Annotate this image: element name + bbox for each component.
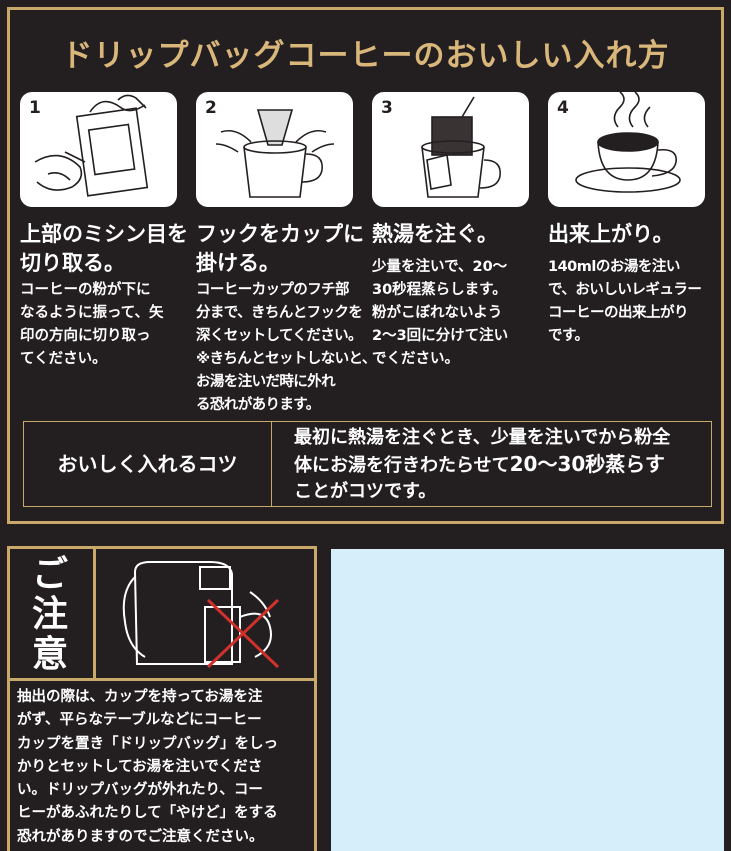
- tip-line: 体にお湯を行きわたらせて20～30秒蒸らす: [294, 451, 704, 479]
- step-2-description: コーヒーカップのフチ部 分まで、きちんとフックを 深くセットしてください。 ※き…: [196, 279, 376, 417]
- body-line: 印の方向に切り取っ: [20, 328, 151, 344]
- caution-title-char: ご: [31, 554, 68, 595]
- instructions-frame: [7, 7, 724, 524]
- caution-title-char: 注: [31, 594, 68, 635]
- caution-line: ヒーがあふれたりして「やけど」をする: [17, 805, 278, 822]
- heading-line: 切り取る。: [20, 251, 125, 275]
- pour-water-icon: [421, 96, 501, 198]
- caution-line: がず、平らなテーブルなどにコーヒー: [17, 712, 262, 729]
- tip-emphasis: 20～30秒蒸らす: [509, 452, 665, 476]
- body-line: 140mlのお湯を注い: [548, 259, 680, 275]
- heading-line: 掛ける。: [196, 251, 280, 275]
- heading-line: フックをカップに: [196, 222, 364, 246]
- body-line: 30秒程蒸らします。: [372, 282, 507, 298]
- body-line: 分まで、きちんとフックを: [196, 305, 363, 321]
- page-title: ドリップバッグコーヒーのおいしい入れ方: [61, 38, 670, 74]
- tip-line: ことがコツです。: [294, 481, 437, 502]
- heading-line: 熱湯を注ぐ。: [372, 222, 498, 246]
- caution-frame: [7, 546, 317, 851]
- tip-line-text: 体にお湯を行きわたらせて: [294, 455, 510, 476]
- body-line: お湯を注いだ時に外れ: [196, 374, 336, 390]
- hook-on-cup-icon: [215, 109, 335, 198]
- step-1-illustration: 1: [20, 92, 177, 207]
- step-number: 1: [29, 98, 41, 118]
- step-4-description: 140mlのお湯を注い で、おいしいレギュラー コーヒーの出来上がり です。: [548, 256, 702, 348]
- body-line: てください。: [20, 351, 107, 367]
- body-line: で、おいしいレギュラー: [548, 282, 702, 298]
- step-3-heading: 熱湯を注ぐ。: [372, 220, 498, 249]
- tip-label: おいしく入れるコツ: [57, 452, 238, 476]
- step-1-heading: 上部のミシン目を 切り取る。: [20, 220, 188, 278]
- body-line: 少量を注いで、20～: [372, 259, 508, 275]
- caution-line: 恐れがありますのでご注意ください。: [17, 828, 264, 845]
- body-line: 粉がこぼれないよう: [372, 305, 503, 321]
- body-line: です。: [548, 328, 589, 344]
- coffee-cup-icon: [575, 92, 681, 193]
- caution-line: 抽出の際は、カップを持ってお湯を注: [17, 689, 263, 705]
- caution-title-char: 意: [31, 634, 68, 675]
- caution-line: い。ドリップバッグが外れたり、コー: [17, 782, 263, 799]
- tip-line: 最初に熱湯を注ぐとき、少量を注いでから粉全: [294, 427, 671, 448]
- tip-box: おいしく入れるコツ 最初に熱湯を注ぐとき、少量を注いでから粉全 体にお湯を行きわ…: [23, 421, 712, 507]
- tear-open-icon: [34, 94, 149, 197]
- body-line: コーヒーの粉が下に: [20, 282, 151, 298]
- step-number: 2: [205, 98, 217, 118]
- caution-line: かりとセットしてお湯を注いでくださ: [17, 758, 263, 775]
- body-line: 2～3回に分けて注い: [372, 328, 509, 344]
- step-number: 3: [381, 98, 393, 118]
- body-line: なるように振って、矢: [20, 305, 164, 321]
- heading-line: 上部のミシン目を: [20, 222, 188, 246]
- body-line: 深くセットしてください。: [196, 328, 363, 344]
- tip-divider: [271, 422, 272, 506]
- body-line: る恐れがあります。: [196, 397, 320, 413]
- body-line: コーヒーカップのフチ部: [196, 282, 350, 298]
- step-number: 4: [557, 98, 569, 118]
- step-3-description: 少量を注いで、20～ 30秒程蒸らします。 粉がこぼれないよう 2～3回に分けて…: [372, 256, 508, 371]
- step-4-illustration: 4: [548, 92, 705, 207]
- step-2-heading: フックをカップに 掛ける。: [196, 220, 364, 278]
- step-4-heading: 出来上がり。: [548, 220, 674, 249]
- step-2-illustration: 2: [196, 92, 353, 207]
- caution-divider: [10, 678, 314, 681]
- caution-divider: [93, 549, 96, 678]
- no-hand-pour-icon: [122, 561, 280, 669]
- caution-line: カップを置き「ドリップバッグ」をしっ: [17, 735, 278, 752]
- heading-line: 出来上がり。: [548, 222, 674, 246]
- step-1-description: コーヒーの粉が下に なるように振って、矢 印の方向に切り取っ てください。: [20, 279, 164, 371]
- body-line: ※きちんとセットしないと、: [196, 351, 376, 367]
- tip-text: 最初に熱湯を注ぐとき、少量を注いでから粉全 体にお湯を行きわたらせて20～30秒…: [294, 425, 704, 505]
- caution-title: ご 注 意: [16, 555, 84, 675]
- body-line: でください。: [372, 351, 459, 367]
- body-line: コーヒーの出来上がり: [548, 305, 689, 321]
- blank-panel: [331, 549, 724, 851]
- caution-text: 抽出の際は、カップを持ってお湯を注 がず、平らなテーブルなどにコーヒー カップを…: [17, 686, 309, 849]
- step-3-illustration: 3: [372, 92, 529, 207]
